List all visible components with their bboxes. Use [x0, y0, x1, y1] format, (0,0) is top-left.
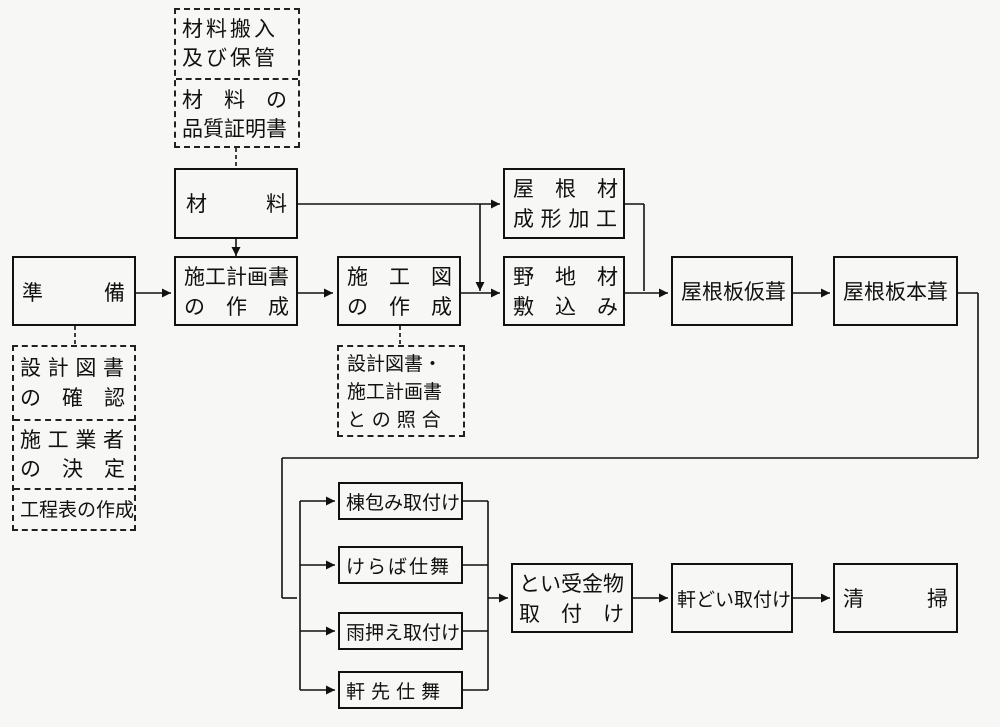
preparation-notes-box: 設 計 図 書 の 確 認 施 工 業 者 の 決 定 工程表の作成: [12, 345, 136, 531]
drawing-line1: 施 工 図: [347, 265, 452, 289]
main-roof-box: 屋根板本葺: [833, 256, 958, 326]
drawing-check-line2: 施工計画書: [347, 381, 443, 403]
main-roof-label: 屋根板本葺: [843, 280, 948, 304]
design-check-line1: 設 計 図 書: [20, 356, 125, 380]
drawing-check-box: 設計図書・ 施工計画書 との照合: [337, 345, 465, 437]
contractor-line1: 施 工 業 者: [20, 428, 125, 452]
eaves-finish-box: 軒 先 仕 舞: [338, 671, 463, 709]
base-material-line1: 野 地 材: [513, 265, 618, 289]
plan-line1: 施工計画書: [184, 265, 289, 289]
gutter-bracket-box: とい受金物 取 付 け: [511, 563, 633, 633]
verge-box: けらば仕舞: [338, 546, 463, 584]
plan-line2: の 作 成: [184, 295, 289, 319]
temp-roof-label: 屋根板仮葺: [681, 280, 786, 304]
material-label-right: 料: [266, 192, 287, 216]
roof-forming-line1: 屋 根 材: [513, 177, 618, 201]
material-delivery-line2: 及び保管: [182, 46, 278, 70]
material-quality-line2: 品質証明書: [182, 117, 287, 141]
verge-label: けらば仕舞: [346, 556, 452, 578]
drawing-check-line3: との照合: [347, 409, 447, 431]
material-quality-line1: 材 料 の: [182, 88, 287, 112]
material-delivery-line1: 材料搬入: [182, 17, 278, 41]
base-material-line2: 敷 込 み: [513, 295, 618, 319]
flashing-label: 雨押え取付け: [346, 622, 461, 644]
gutter-bracket-line1: とい受金物: [519, 572, 624, 596]
drawing-check-line1: 設計図書・: [347, 353, 443, 375]
material-label-left: 材: [186, 192, 207, 216]
note-divider: [176, 78, 298, 80]
material-notes-box: 材料搬入 及び保管 材 料 の 品質証明書: [174, 8, 300, 148]
flashing-box: 雨押え取付け: [338, 612, 463, 650]
design-check-line2: の 確 認: [20, 386, 125, 410]
eaves-gutter-box: 軒どい取付け: [671, 563, 793, 633]
base-material-box: 野 地 材 敷 込 み: [503, 256, 625, 326]
cleaning-label-left: 清: [843, 587, 864, 611]
drawing-box: 施 工 図 の 作 成: [337, 256, 461, 326]
temp-roof-box: 屋根板仮葺: [671, 256, 793, 326]
preparation-box: 準 備: [12, 256, 136, 326]
roof-forming-line2: 成 形 加 工: [513, 207, 618, 231]
eaves-gutter-label: 軒どい取付け: [677, 589, 792, 611]
material-box: 材 料: [174, 168, 298, 239]
schedule-label: 工程表の作成: [20, 499, 135, 521]
cleaning-label-right: 掃: [927, 587, 948, 611]
note-divider: [14, 419, 134, 421]
ridge-cover-label: 棟包み取付け: [346, 492, 461, 514]
gutter-bracket-line2: 取 付 け: [519, 602, 624, 626]
preparation-label-right: 備: [104, 281, 125, 305]
preparation-label-left: 準: [22, 281, 43, 305]
note-divider: [14, 488, 134, 490]
eaves-finish-label: 軒 先 仕 舞: [346, 681, 441, 703]
contractor-line2: の 決 定: [20, 457, 125, 481]
plan-box: 施工計画書 の 作 成: [174, 256, 298, 326]
ridge-cover-box: 棟包み取付け: [338, 482, 463, 520]
cleaning-box: 清 掃: [833, 563, 958, 633]
drawing-line2: の 作 成: [347, 295, 452, 319]
roof-forming-box: 屋 根 材 成 形 加 工: [503, 168, 625, 239]
